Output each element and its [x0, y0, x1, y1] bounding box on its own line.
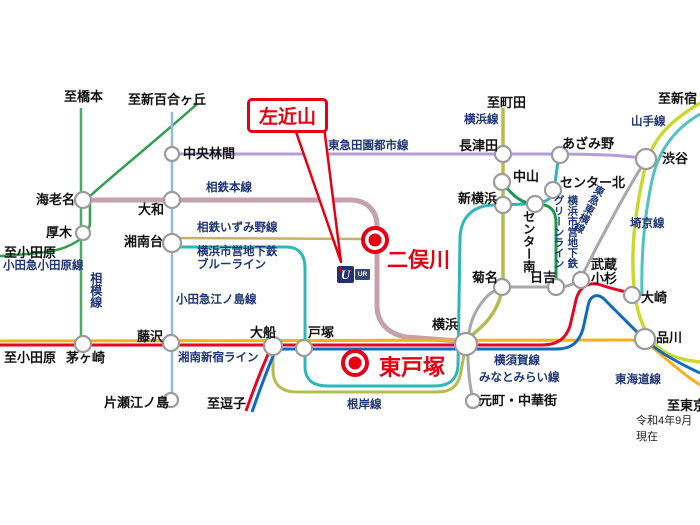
- destination-label-zushi: 至逗子: [207, 396, 247, 411]
- station-label-azamino: あざみ野: [562, 136, 615, 151]
- line-label-saikyo: 埼京線: [630, 218, 665, 230]
- station-label-nakayama: 中山: [513, 169, 540, 184]
- line-label-blue-line: 横浜市営地下鉄 ブルーライン: [197, 246, 278, 272]
- station-circle-shin-yokohama: [493, 195, 513, 215]
- line-denentoshi: [172, 152, 647, 161]
- line-label-green-line: 横浜市営地下鉄 グリーンライン: [551, 195, 579, 269]
- line-label-negishi: 根岸線: [347, 399, 382, 411]
- ur-logo-red-dot: [339, 268, 342, 271]
- highlight-label-higashi-totsuka: 東戸塚: [379, 355, 446, 380]
- station-label-kikuna: 菊名: [472, 270, 499, 285]
- station-circle-katase-enoshima: [162, 391, 180, 409]
- station-circle-nagatsuta: [493, 144, 513, 164]
- station-label-nagatsuta: 長津田: [459, 138, 499, 153]
- line-yamanote: [631, 101, 700, 364]
- line-label-blue-line-name: ブルーライン: [197, 259, 266, 272]
- station-label-chigasaki: 茅ヶ崎: [66, 350, 106, 365]
- station-label-musashi-kosugi: 武蔵小杉: [591, 257, 618, 287]
- station-label-shibuya: 渋谷: [662, 151, 689, 166]
- station-label-katase-enoshima: 片瀬江ノ島: [104, 395, 170, 410]
- station-circle-center-kita: [543, 180, 563, 200]
- station-circle-shibuya: [634, 147, 658, 171]
- line-negishi: [271, 354, 466, 394]
- station-label-center-kita: センター北: [560, 175, 626, 190]
- station-label-shinagawa: 品川: [656, 330, 683, 345]
- station-label-shin-yokohama: 新横浜: [458, 191, 498, 206]
- station-label-shonandai: 湘南台: [124, 234, 164, 249]
- destination-label-shin-yurigaoka: 至新百合ヶ丘: [128, 92, 207, 107]
- line-label-green-line-name: グリーンライン: [552, 195, 565, 269]
- station-label-totsuka: 戸塚: [308, 325, 335, 340]
- destination-label-odawara-south: 至小田原: [4, 350, 57, 365]
- line-label-blue-line-operator: 横浜市営地下鉄: [197, 246, 278, 258]
- destination-label-tokyo: 至東京: [667, 398, 700, 413]
- line-sotetsu-main: [83, 197, 459, 344]
- map-note: 令和4年9月現在: [636, 415, 693, 443]
- ur-logo-text: UR: [355, 269, 370, 280]
- ur-logo: U UR: [337, 266, 370, 283]
- station-label-chuo-rinkan: 中央林間: [183, 146, 236, 161]
- station-label-center-minami: センター南: [520, 210, 535, 273]
- highlight-marker-higashi-totsuka: [341, 349, 369, 377]
- highlight-label-futamatagawa: 二俣川: [387, 249, 450, 272]
- station-label-ebina: 海老名: [36, 192, 76, 207]
- station-circle-chuo-rinkan: [163, 145, 181, 163]
- line-label-sotetsu-izumino: 相鉄いずみ野線: [197, 222, 278, 234]
- line-label-green-line-operator: 横浜市営地下鉄: [566, 195, 579, 269]
- line-odakyu-odawara: [0, 103, 198, 258]
- station-label-osaki: 大崎: [641, 290, 668, 305]
- station-circle-shinagawa: [633, 327, 657, 351]
- station-label-atsugi: 厚木: [46, 225, 73, 240]
- station-circle-yokohama: [453, 331, 479, 357]
- station-circle-totsuka: [294, 338, 314, 358]
- destination-label-shinjuku: 至新宿: [658, 91, 698, 106]
- station-circle-ebina: [73, 190, 93, 210]
- station-circle-kikuna: [492, 277, 512, 297]
- station-circle-ofuna: [262, 335, 284, 357]
- line-label-yokosuka: 横須賀線: [494, 355, 540, 367]
- station-circle-shonandai: [161, 232, 183, 254]
- line-label-denentoshi: 東急田園都市線: [328, 140, 409, 152]
- station-circle-yamato: [162, 190, 182, 210]
- station-circle-nakayama: [492, 172, 512, 192]
- line-label-odakyu-enoshima: 小田急江ノ島線: [176, 294, 257, 306]
- station-circle-hiyoshi: [546, 277, 566, 297]
- destination-label-odawara-west: 至小田原: [4, 245, 57, 260]
- line-label-yokohama-line: 横浜線: [464, 114, 499, 126]
- station-circle-musashi-kosugi: [571, 270, 591, 290]
- station-circle-motomachi: [464, 392, 482, 410]
- callout-sakonyama: 左近山: [247, 98, 329, 133]
- ur-logo-mark: U: [337, 266, 354, 283]
- destination-label-hashimoto: 至橋本: [64, 89, 104, 104]
- station-circle-atsugi: [74, 224, 92, 242]
- line-label-yamanote: 山手線: [631, 116, 666, 128]
- station-circle-fujisawa: [161, 333, 181, 353]
- highlight-marker-futamatagawa: [361, 226, 389, 254]
- destination-label-machida: 至町田: [487, 95, 527, 110]
- line-label-minatomirai: みなとみらい線: [479, 372, 560, 384]
- station-circle-azamino: [550, 145, 570, 165]
- station-label-motomachi: 元町・中華街: [479, 393, 558, 408]
- station-label-hiyoshi: 日吉: [530, 270, 557, 285]
- station-circle-center-minami: [525, 194, 545, 214]
- station-label-fujisawa: 藤沢: [137, 329, 164, 344]
- line-label-shonan-shinjuku: 湘南新宿ライン: [178, 352, 259, 364]
- line-label-sagami: 相模線: [88, 272, 103, 308]
- station-circle-chigasaki: [73, 334, 93, 354]
- line-label-odakyu-odawara: 小田急小田原線: [3, 260, 84, 272]
- station-label-ofuna: 大船: [250, 325, 277, 340]
- line-label-sotetsu-main: 相鉄本線: [206, 182, 252, 194]
- line-saikyo: [640, 112, 700, 297]
- station-label-yamato: 大和: [138, 202, 165, 217]
- station-circle-osaki: [622, 285, 642, 305]
- station-label-yokohama: 横浜: [432, 317, 459, 332]
- line-label-tokaido: 東海道線: [615, 374, 661, 386]
